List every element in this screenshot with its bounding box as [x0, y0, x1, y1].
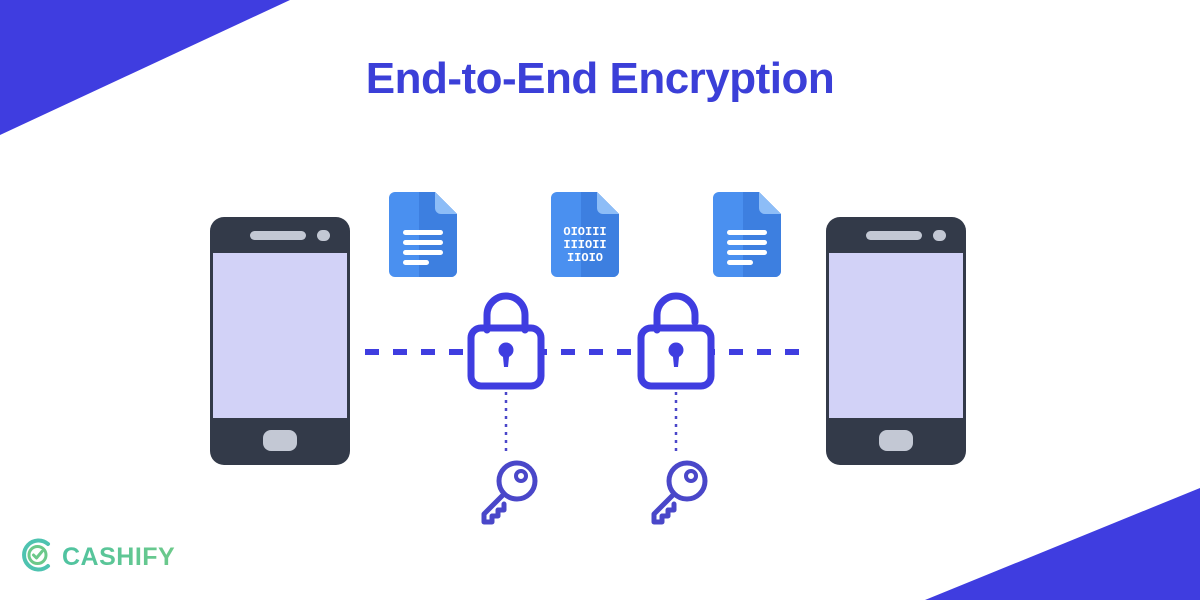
encrypted-document-icon: OIOIII IIIOII IIOIO: [551, 192, 619, 277]
sender-phone: [210, 217, 350, 465]
phone-speaker-icon: [250, 231, 306, 240]
cashify-circle-check-icon: [18, 536, 56, 579]
plain-document-left-icon: [389, 192, 457, 277]
phone-camera-icon: [317, 230, 330, 241]
phone-home-button: [879, 430, 913, 451]
binary-row-2: IIOIO: [567, 251, 603, 265]
receiver-phone: [826, 217, 966, 465]
binary-row-1: IIIOII: [563, 238, 606, 252]
brand-logo[interactable]: CASHIFY: [18, 536, 175, 579]
page-title: End-to-End Encryption: [365, 54, 835, 103]
phone-screen: [829, 253, 963, 418]
key-decrypt-icon: [651, 460, 708, 525]
binary-row-0: OIOIII: [563, 225, 606, 239]
phone-screen: [213, 253, 347, 418]
phone-speaker-icon: [866, 231, 922, 240]
plain-document-right-icon: [713, 192, 781, 277]
phone-camera-icon: [933, 230, 946, 241]
phone-home-button: [263, 430, 297, 451]
lock-closed-icon: [467, 292, 545, 390]
key-encrypt-icon: [481, 460, 538, 525]
brand-name: CASHIFY: [62, 543, 176, 571]
lock-open-icon: [637, 292, 715, 390]
